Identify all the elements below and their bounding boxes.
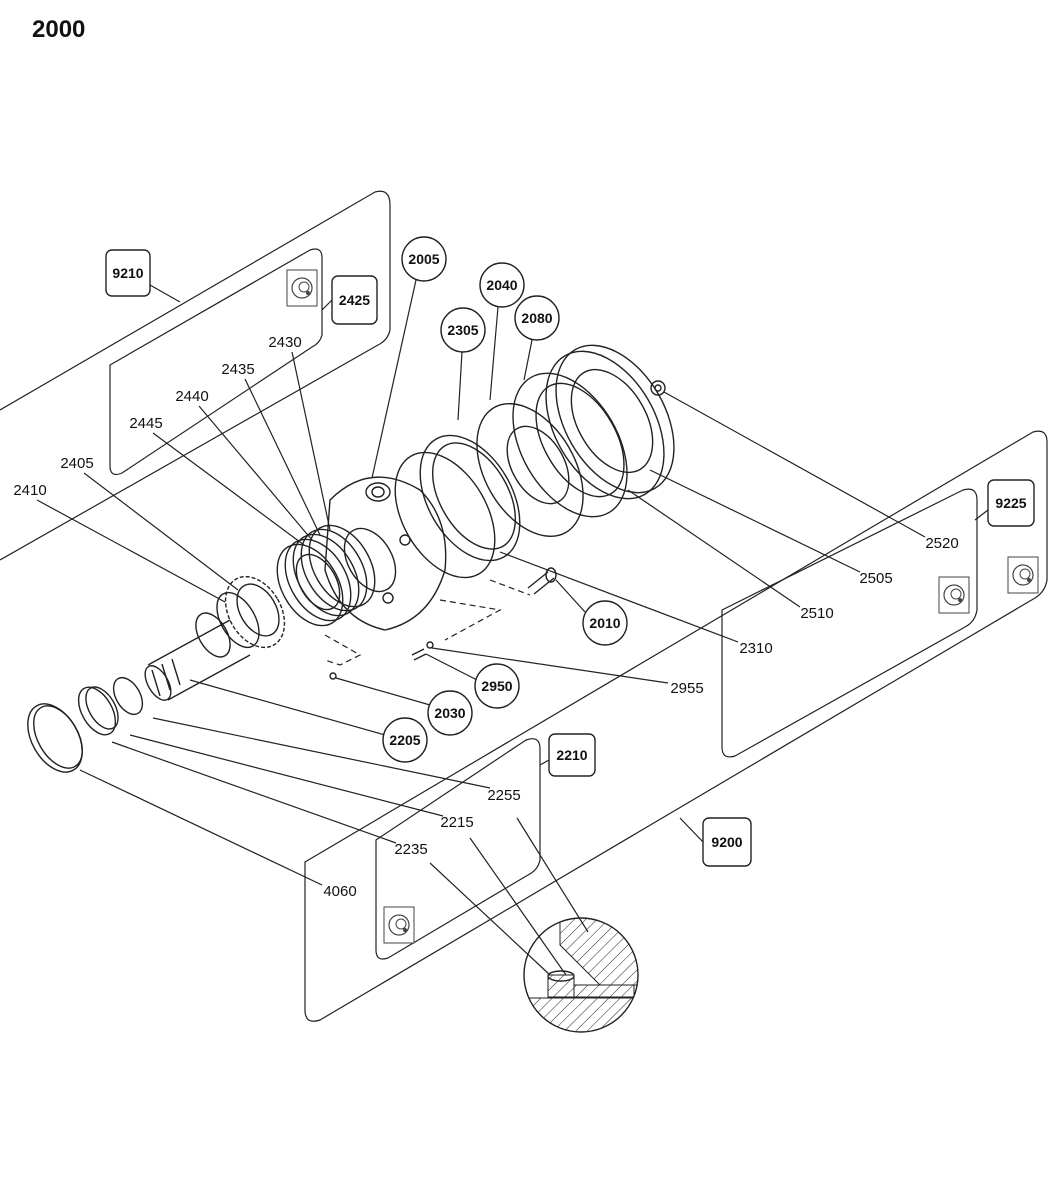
- callout-box-2425: 2425: [331, 275, 378, 325]
- leader-line-2430: [291, 351, 331, 531]
- part-plug-2520: [650, 380, 666, 396]
- leader-line-2205: [189, 679, 386, 736]
- part-housing-2005: [324, 476, 447, 631]
- callout-label: 2210: [556, 747, 587, 763]
- leader-line-2305: [457, 351, 463, 421]
- detail-leader-line: [469, 837, 567, 976]
- callout-plain-2955: 2955: [670, 680, 703, 697]
- callout-box-2210: 2210: [548, 733, 596, 777]
- detail-leader-line: [429, 862, 551, 976]
- part-cover-2505: [545, 344, 675, 500]
- callout-label: 9210: [112, 265, 143, 281]
- leader-line-2255: [152, 717, 491, 789]
- leader-line-2950: [425, 653, 478, 681]
- callout-plain-2520: 2520: [925, 535, 958, 552]
- callout-plain-2445: 2445: [129, 415, 162, 432]
- seal-kit-icon: [286, 269, 318, 307]
- callout-label: 2080: [521, 310, 552, 326]
- callout-label: 2040: [486, 277, 517, 293]
- callout-plain-2435: 2435: [221, 361, 254, 378]
- leader-line-9225: [974, 509, 989, 521]
- leader-line-2010: [555, 579, 586, 613]
- leader-line-2440: [198, 405, 313, 541]
- leader-line-9200: [679, 817, 704, 843]
- callout-plain-2405: 2405: [60, 455, 93, 472]
- callout-circle-2950: 2950: [474, 663, 520, 709]
- leader-line-2435: [244, 378, 321, 536]
- leader-line-4060: [79, 769, 323, 886]
- leader-line-2410: [36, 499, 226, 603]
- leader-line-2425: [321, 299, 333, 311]
- kit-frame-9210: [0, 190, 391, 561]
- part-screw-2010: [527, 567, 557, 595]
- callout-circle-2205: 2205: [382, 717, 428, 763]
- seal-kit-icon: [938, 576, 970, 614]
- callout-plain-2310: 2310: [739, 640, 772, 657]
- callout-circle-2005: 2005: [401, 236, 447, 282]
- seal-kit-icon: [1007, 556, 1039, 594]
- part-shaft-2205: [144, 591, 260, 701]
- callout-circle-2080: 2080: [514, 295, 560, 341]
- leader-line-2510: [627, 489, 801, 608]
- callout-label: 2005: [408, 251, 439, 267]
- leader-line-2520: [663, 391, 926, 538]
- callout-box-9225: 9225: [987, 479, 1035, 527]
- part-ring-2305: [394, 434, 521, 579]
- callout-circle-2040: 2040: [479, 262, 525, 308]
- detail-seal-cross-section: [523, 917, 639, 1033]
- part-spring-2080: [512, 372, 628, 518]
- callout-plain-2255: 2255: [487, 787, 520, 804]
- callout-plain-2235: 2235: [394, 841, 427, 858]
- callout-label: 2010: [589, 615, 620, 631]
- callout-circle-2305: 2305: [440, 307, 486, 353]
- callout-label: 9200: [711, 834, 742, 850]
- callout-label: 2425: [339, 292, 370, 308]
- page-title: 2000: [32, 16, 86, 43]
- callout-plain-4060: 4060: [323, 883, 356, 900]
- leader-line-2235: [111, 741, 397, 844]
- leader-line-2005: [371, 279, 417, 479]
- callout-plain-2505: 2505: [859, 570, 892, 587]
- callout-plain-2440: 2440: [175, 388, 208, 405]
- callout-plain-2430: 2430: [268, 334, 301, 351]
- leader-line-2210: [539, 759, 550, 766]
- leader-line-9210: [149, 284, 181, 303]
- callout-plain-2410: 2410: [13, 482, 46, 499]
- leader-line-2040: [489, 306, 499, 401]
- leader-line-2080: [523, 339, 533, 381]
- kit-frame-9200: [304, 430, 1048, 1022]
- leader-line-2955: [431, 647, 669, 684]
- callout-plain-2215: 2215: [440, 814, 473, 831]
- callout-label: 2030: [434, 705, 465, 721]
- part-rings-2235-2215: [77, 676, 144, 736]
- leader-line-2405: [83, 472, 239, 591]
- callout-label: 9225: [995, 495, 1026, 511]
- part-gear-2405: [224, 575, 286, 649]
- part-small-2950-2955: [329, 641, 434, 680]
- leader-line-2445: [152, 432, 305, 546]
- callout-circle-2010: 2010: [582, 600, 628, 646]
- leader-line-2030: [335, 677, 431, 706]
- callout-circle-2030: 2030: [427, 690, 473, 736]
- part-piston-2040: [476, 403, 584, 537]
- callout-box-9210: 9210: [105, 249, 151, 297]
- detail-leader-line: [516, 817, 589, 933]
- callout-label: 2950: [481, 678, 512, 694]
- leader-line-2215: [129, 734, 444, 817]
- leader-line-2310: [499, 551, 739, 643]
- callout-box-9200: 9200: [702, 817, 752, 867]
- part-dashed-assembly: [324, 579, 531, 666]
- callout-plain-2510: 2510: [800, 605, 833, 622]
- part-o-ring-4060: [27, 703, 83, 773]
- callout-label: 2205: [389, 732, 420, 748]
- seal-kit-icon: [383, 906, 415, 944]
- part-disc-pack-2430-2445: [276, 524, 376, 627]
- leader-line-2505: [649, 469, 861, 573]
- callout-label: 2305: [447, 322, 478, 338]
